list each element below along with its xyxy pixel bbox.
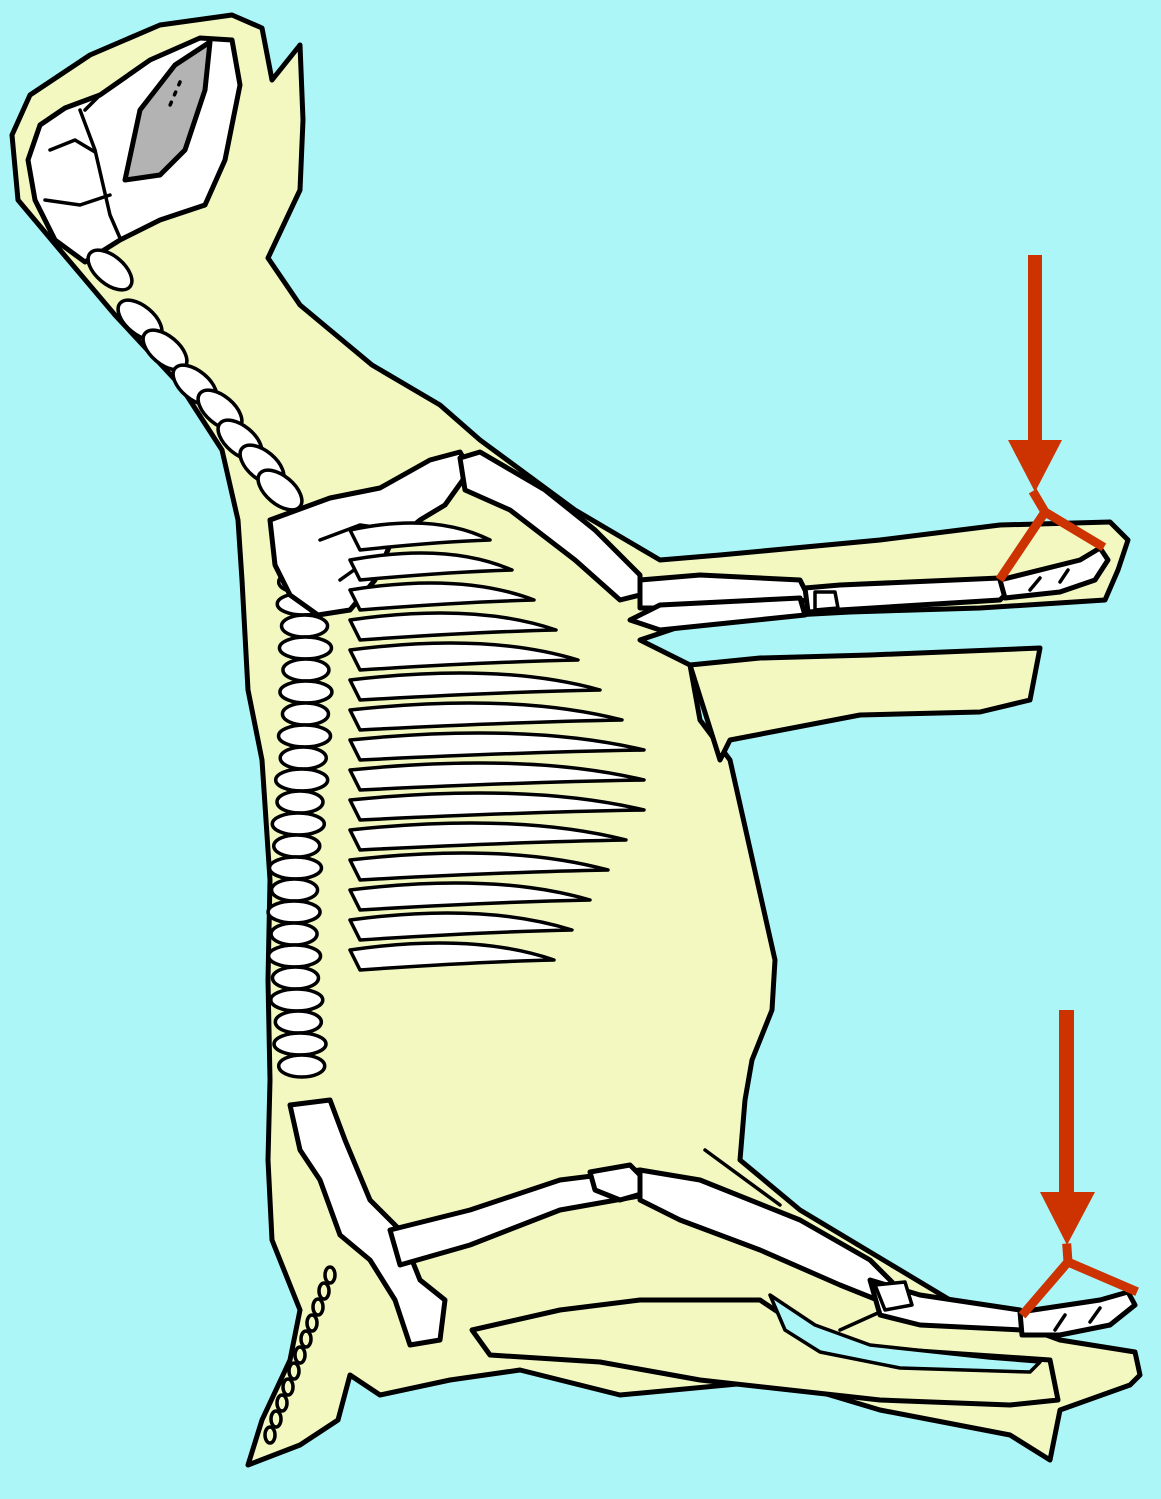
vertebra [271,923,317,945]
vertebra [272,967,318,989]
vertebra [268,901,320,923]
vertebra [274,835,320,857]
vertebra [280,747,326,769]
vertebra [279,1055,325,1077]
tail-vertebra [277,1395,287,1411]
vertebra [271,989,323,1011]
vertebra [277,791,323,813]
vertebra [279,637,331,659]
tail-vertebra [295,1347,305,1363]
tail-vertebra [283,1379,293,1395]
vertebra [282,615,328,637]
vertebra [272,879,318,901]
vertebra [283,659,329,681]
vertebra [279,725,331,747]
vertebra [269,945,321,967]
tail-vertebra [265,1427,275,1443]
tail-vertebra [307,1315,317,1331]
arrow-shaft [1028,255,1042,445]
arrow-shaft [1059,1010,1074,1198]
vertebra [272,813,324,835]
tail-vertebra [271,1411,281,1427]
vertebra [282,703,328,725]
tail-vertebra [313,1299,323,1315]
vertebra [274,1033,326,1055]
vertebra [280,681,332,703]
tail-vertebra [325,1267,335,1283]
tail-vertebra [301,1331,311,1347]
vertebra [269,857,321,879]
vertebra [275,1011,321,1033]
tail-vertebra [319,1283,329,1299]
tail-vertebra [289,1363,299,1379]
vertebra [276,769,328,791]
